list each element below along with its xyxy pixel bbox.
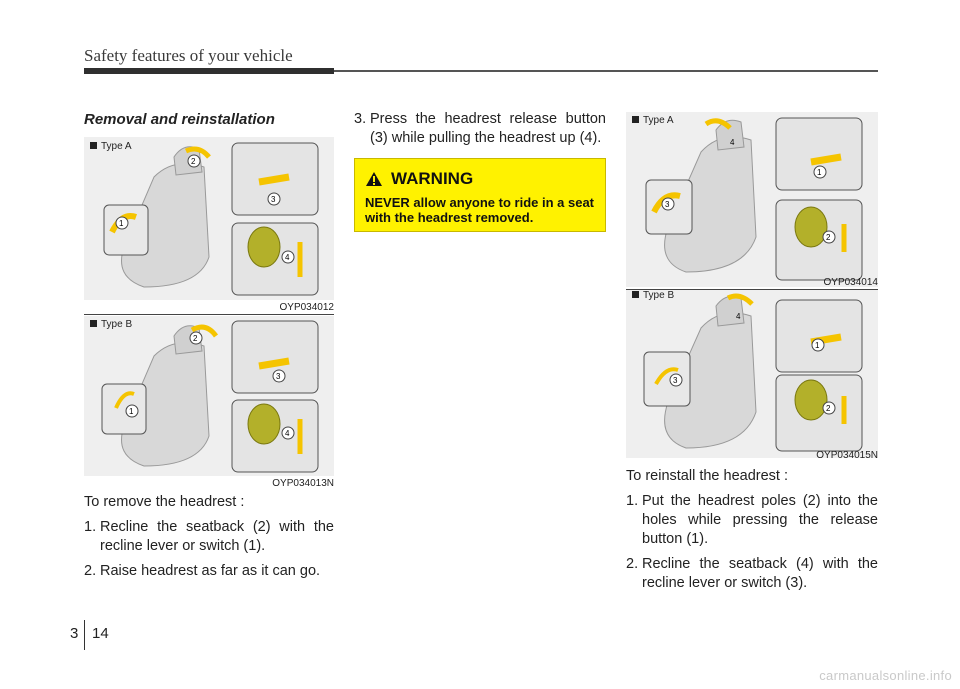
seat-illustration: 1 2 3 4	[101, 320, 319, 473]
callout-1: 1	[817, 168, 822, 177]
removal-step: 3. Press the headrest release button (3)…	[354, 111, 606, 146]
figure-code: OYP034013N	[272, 478, 334, 489]
reinstall-instructions: To reinstall the headrest : 1. Put the h…	[626, 467, 878, 599]
figure-type-label: Type B	[632, 290, 674, 301]
figure-divider	[84, 314, 334, 315]
removal-intro: To remove the headrest :	[84, 494, 245, 510]
reinstall-step: 1. Put the headrest poles (2) into the h…	[626, 493, 878, 547]
callout-4: 4	[285, 253, 290, 262]
callout-3: 3	[276, 372, 281, 381]
figure-right-type-a: Type A 3 4 1 2	[626, 112, 878, 287]
chapter-number: 3	[70, 625, 79, 642]
figure-right-type-b: Type B 3 4 1 2	[626, 290, 878, 458]
seat-illustration: 3 4 1 2	[643, 293, 863, 452]
callout-1: 1	[119, 219, 124, 228]
callout-3: 3	[271, 195, 276, 204]
seat-illustration: 1 2 3 4	[103, 142, 319, 296]
figure-divider	[626, 289, 878, 290]
removal-step-3: 3. Press the headrest release button (3)…	[354, 110, 606, 154]
figure-left-type-a: Type A 1 2 3 4	[84, 137, 334, 300]
figure-code: OYP034014	[823, 277, 879, 288]
figure-type-label: Type B	[90, 319, 132, 330]
figure-code: OYP034015N	[816, 450, 878, 461]
removal-step: 1. Recline the seatback (2) with the rec…	[84, 519, 334, 554]
page-header-title: Safety features of your vehicle	[84, 46, 293, 65]
callout-4: 4	[736, 312, 741, 321]
figure-left-type-b: Type B 1 2 3 4	[84, 316, 334, 476]
header-rule-thin	[334, 70, 878, 72]
callout-3: 3	[665, 200, 670, 209]
warning-body: NEVER allow anyone to ride in a seat wit…	[365, 195, 595, 225]
callout-4: 4	[285, 429, 290, 438]
callout-1: 1	[129, 407, 134, 416]
header-rule-dark	[84, 68, 334, 74]
footer-rule	[84, 620, 85, 650]
callout-2: 2	[826, 233, 831, 242]
removal-instructions: To remove the headrest : 1. Recline the …	[84, 493, 334, 587]
reinstall-step: 2. Recline the seatback (4) with the rec…	[626, 556, 878, 591]
warning-title: WARNING	[391, 169, 474, 188]
page-number: 14	[92, 625, 109, 642]
callout-1: 1	[815, 341, 820, 350]
figure-code: OYP034012	[279, 302, 335, 313]
removal-step: 2. Raise headrest as far as it can go.	[84, 563, 321, 579]
figure-type-label: Type A	[90, 141, 132, 152]
callout-3: 3	[673, 376, 678, 385]
seat-illustration: 3 4 1 2	[645, 117, 863, 281]
figure-type-label: Type A	[632, 115, 674, 126]
warning-box: WARNING NEVER allow anyone to ride in a …	[354, 158, 606, 232]
warning-triangle-icon	[366, 172, 382, 186]
section-title: Removal and reinstallation	[84, 111, 275, 128]
callout-4: 4	[730, 138, 735, 147]
callout-2: 2	[826, 404, 831, 413]
callout-2: 2	[193, 334, 198, 343]
callout-2: 2	[191, 157, 196, 166]
watermark: carmanualsonline.info	[819, 668, 952, 683]
reinstall-intro: To reinstall the headrest :	[626, 468, 789, 484]
